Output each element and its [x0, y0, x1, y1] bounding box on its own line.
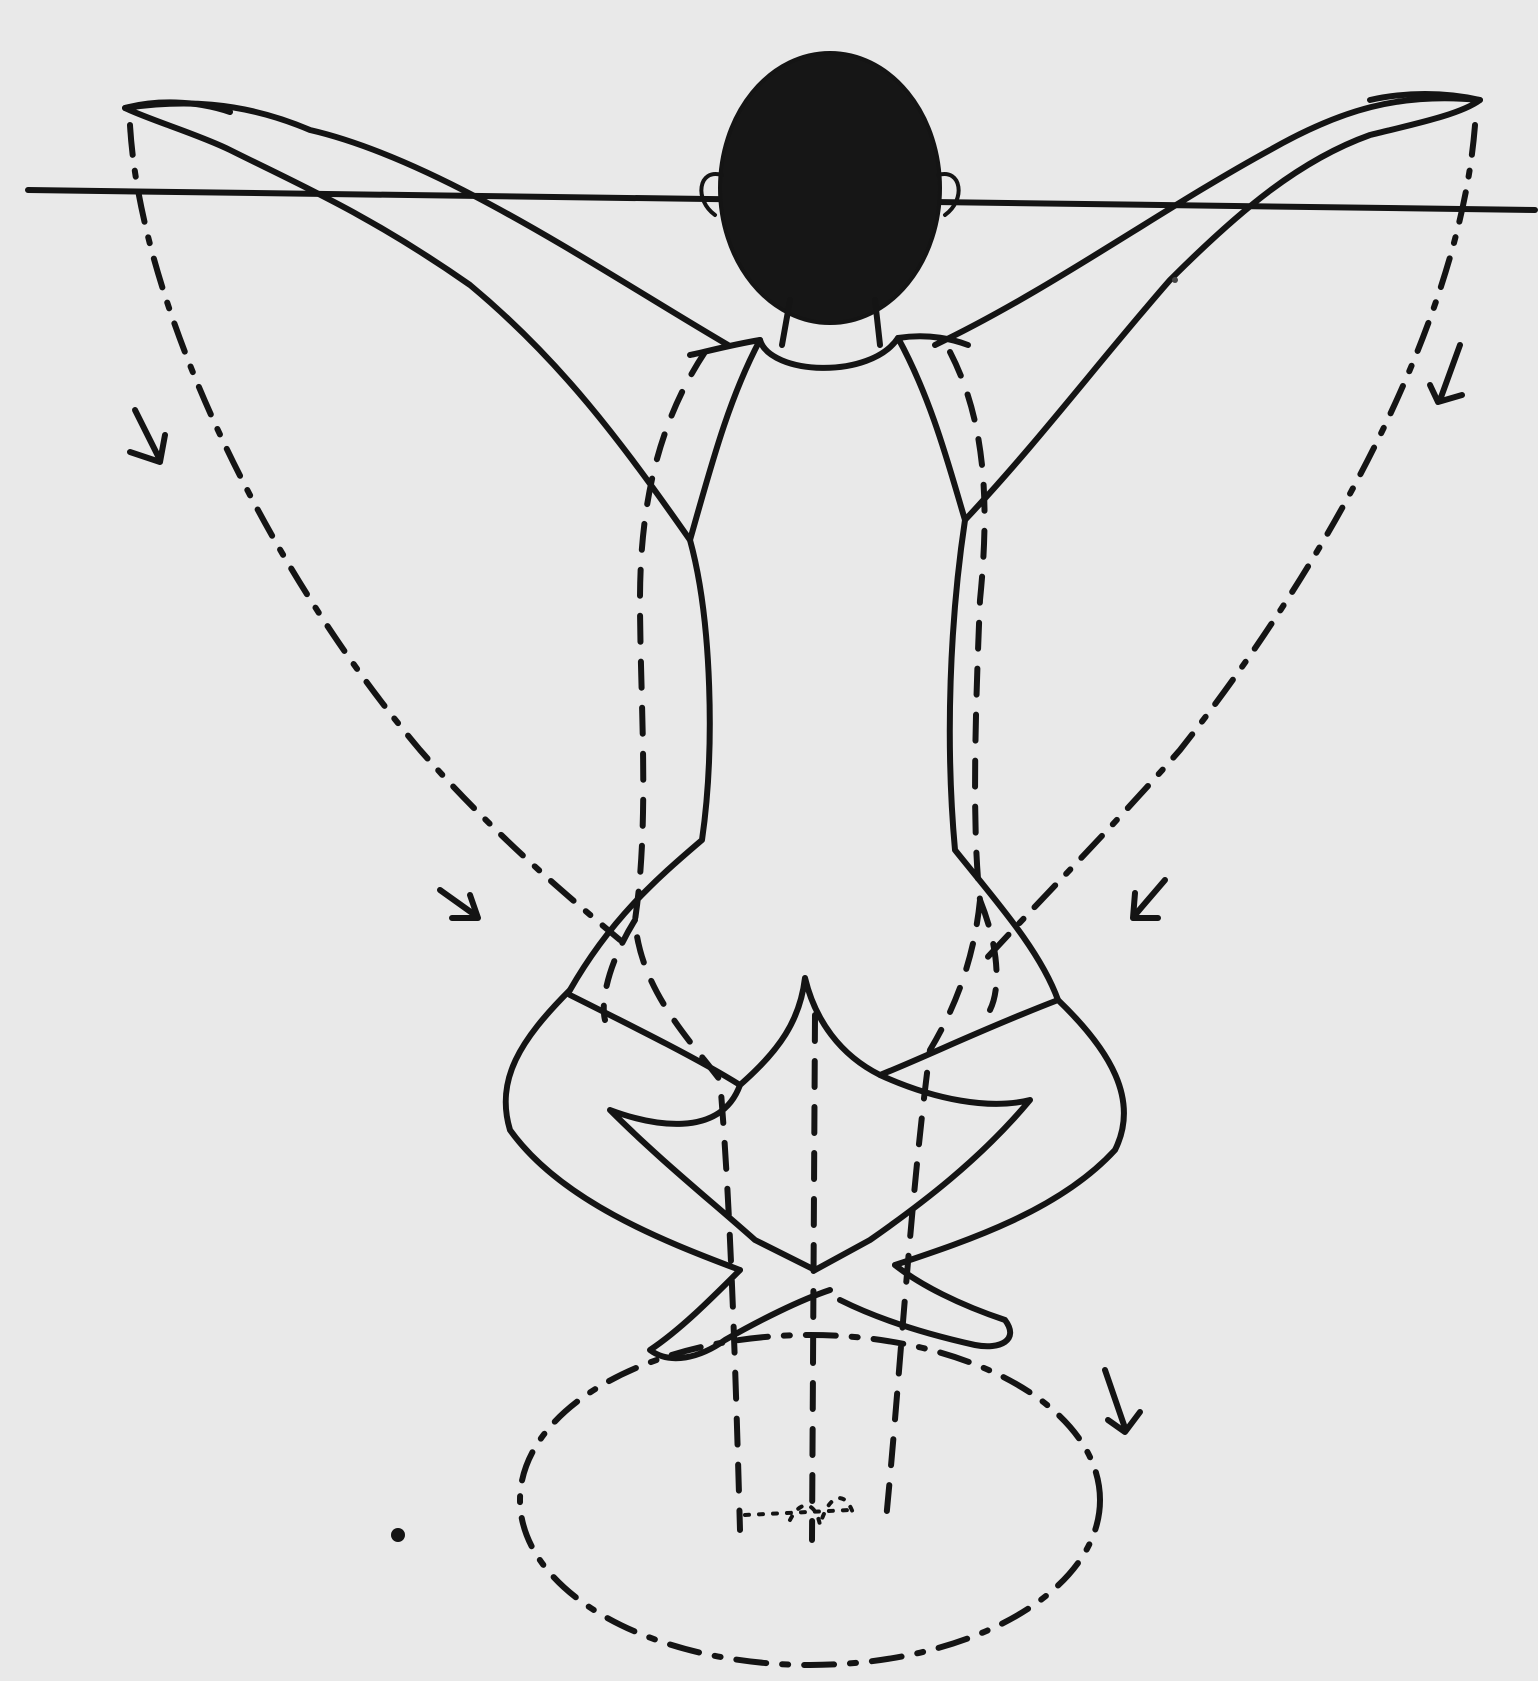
right-foot	[840, 1265, 1010, 1346]
arrow-mid-left	[440, 890, 478, 918]
left-arm-upper	[125, 103, 728, 540]
left-leg-outer	[506, 990, 740, 1270]
right-dashed-silhouette	[885, 352, 985, 1530]
left-foot	[650, 1270, 830, 1358]
arrow-upper-right	[1430, 345, 1462, 402]
arrow-lower-right	[1105, 1370, 1140, 1432]
right-arm-upper	[935, 98, 1480, 520]
arrow-upper-left	[130, 410, 165, 462]
arrow-mid-right	[1133, 880, 1165, 918]
right-leg-inner	[815, 1075, 1030, 1270]
right-swing-path	[985, 125, 1475, 960]
head	[701, 53, 958, 345]
left-swing-path	[130, 125, 620, 940]
center-dashed-line	[812, 1015, 815, 1540]
bottom-dotted-figure	[745, 1498, 855, 1525]
right-leg-outer	[895, 1000, 1124, 1265]
left-leg-inner	[610, 1085, 815, 1270]
print-speck	[1172, 277, 1178, 283]
motion-arrows	[130, 345, 1462, 1432]
dashed-alternate-outline	[604, 352, 997, 1540]
print-speck	[391, 1528, 405, 1542]
